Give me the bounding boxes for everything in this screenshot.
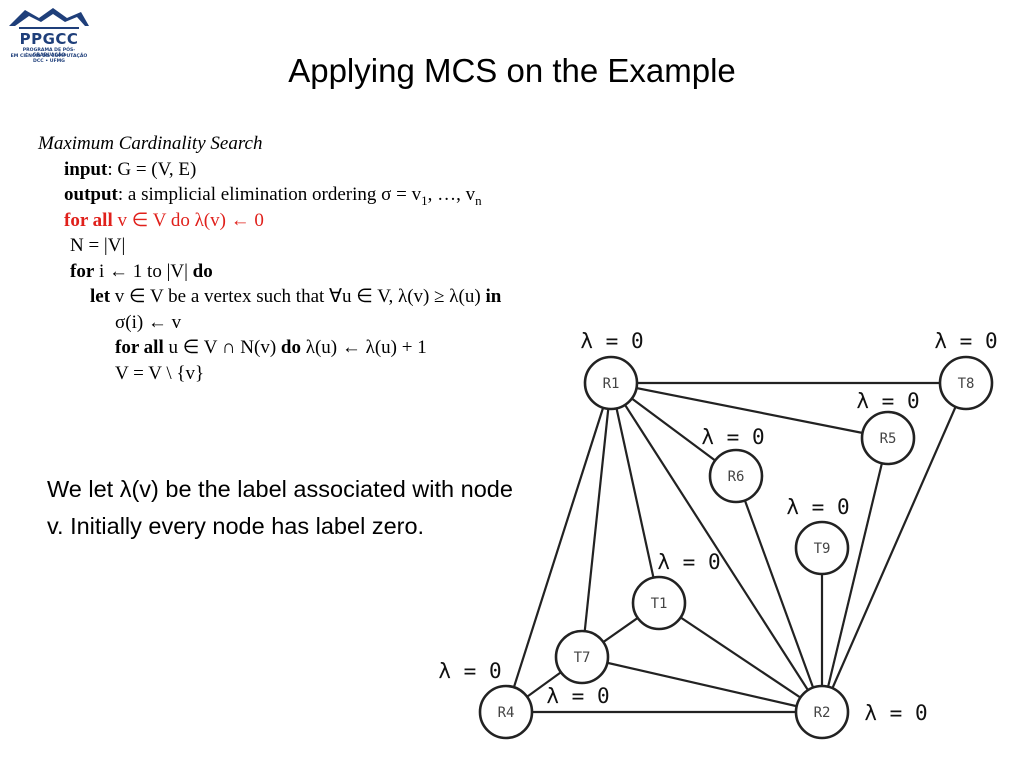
lambda-label-t7: λ = 0	[438, 659, 501, 683]
output-sub-1: 1	[421, 192, 428, 208]
sigma-line-text: σ(i) ← v	[115, 311, 182, 333]
edge-r1-t7	[580, 382, 613, 658]
graph-lambda-labels: λ = 0 λ = 0 λ = 0 λ = 0 λ = 0 λ = 0 λ = 0 λ = 0…	[438, 329, 997, 725]
logo-emblem-icon	[9, 8, 89, 29]
lambda-label-r6: λ = 0	[701, 425, 764, 449]
init-keyword: for all	[64, 209, 113, 231]
node-r5: R5	[860, 410, 916, 466]
logo-subtitle-line-3: DCC • UFMG	[33, 59, 65, 64]
remove-line-text: V = V \ {v}	[115, 362, 205, 384]
edge-r1-r4	[504, 382, 613, 713]
algorithm-let-line: let v ∈ V be a vertex such that ∀u ∈ V, …	[38, 284, 501, 310]
input-text: : G = (V, E)	[107, 158, 197, 180]
algorithm-n-line: N = |V|	[38, 233, 501, 259]
lambda-label-r1: λ = 0	[580, 329, 643, 353]
node-label-r2: R2	[814, 705, 831, 721]
node-circle-t9	[794, 520, 850, 576]
edge-t1-r2	[658, 602, 823, 713]
node-label-r4: R4	[498, 705, 515, 721]
algorithm-sigma-line: σ(i) ← v	[38, 310, 501, 336]
node-label-t1: T1	[651, 596, 668, 612]
logo-subtitle-line-1: PROGRAMA DE PÓS-GRADUAÇÃO	[22, 48, 76, 59]
let-text: v ∈ V be a vertex such that ∀u ∈ V, λ(v)…	[110, 286, 486, 307]
node-label-t7: T7	[574, 650, 591, 666]
node-circle-t1	[631, 575, 687, 631]
n-line-text: N = |V|	[70, 235, 126, 256]
graph-edges	[504, 381, 968, 714]
edge-t7-r2	[581, 655, 823, 714]
inner-keyword: for all	[115, 337, 164, 358]
inner-tail: λ(u) ← λ(u) + 1	[301, 337, 427, 358]
edge-r1-r2	[610, 382, 823, 713]
lambda-label-t9: λ = 0	[786, 495, 849, 519]
slide-title: Applying MCS on the Example	[288, 52, 736, 89]
lambda-label-r5: λ = 0	[856, 389, 919, 413]
inner-text: u ∈ V ∩ N(v)	[163, 337, 281, 358]
node-label-t9: T9	[814, 541, 831, 557]
node-circle-r2	[794, 684, 850, 740]
input-keyword: input	[64, 158, 108, 180]
output-keyword: output	[64, 184, 118, 205]
output-sub-n: n	[475, 192, 482, 208]
algorithm-input-line: input: G = (V, E)	[38, 157, 501, 183]
algorithm-init-line: for all v ∈ V do λ(v) ← 0	[38, 208, 501, 234]
node-circle-r4	[478, 684, 534, 740]
node-t8: T8	[938, 355, 994, 411]
logo-text: PPGCC	[19, 30, 79, 48]
algorithm-name: Maximum Cardinality Search	[38, 131, 501, 157]
lambda-label-t1: λ = 0	[657, 550, 720, 574]
node-label-r5: R5	[880, 431, 897, 447]
lambda-label-r4: λ = 0	[546, 684, 609, 708]
algorithm-inner-loop-line: for all u ∈ V ∩ N(v) do λ(u) ← λ(u) + 1	[38, 335, 501, 361]
node-r1: R1	[583, 355, 639, 411]
algorithm-output-line: output: a simplicial elimination orderin…	[38, 182, 501, 208]
edge-r1-r5	[610, 381, 889, 440]
algorithm-block: Maximum Cardinality Search input: G = (V…	[38, 131, 501, 386]
node-label-t8: T8	[958, 376, 975, 392]
node-label-r6: R6	[728, 469, 745, 485]
ppgcc-logo: PPGCC PROGRAMA DE PÓS-GRADUAÇÃO EM CIÊNC…	[5, 4, 93, 66]
loop-keyword: for	[70, 260, 95, 282]
node-r2: R2	[794, 684, 850, 740]
loop-text: i ← 1 to |V|	[94, 260, 193, 282]
node-t1: T1	[631, 575, 687, 631]
let-in-keyword: in	[485, 286, 502, 307]
edge-r1-t1	[609, 382, 661, 604]
lambda-label-t8: λ = 0	[934, 329, 997, 353]
node-circle-r6	[708, 448, 764, 504]
edge-t8-r2	[820, 382, 968, 713]
init-text: v ∈ V do λ(v) ← 0	[112, 209, 264, 231]
algorithm-remove-line: V = V \ {v}	[38, 361, 501, 387]
node-r6: R6	[708, 448, 764, 504]
lambda-label-r2: λ = 0	[864, 701, 927, 725]
description-text: We let λ(v) be the label associated with…	[47, 476, 513, 539]
edge-r6-r2	[734, 475, 824, 713]
node-circle-t7	[554, 629, 610, 685]
edge-r5-r2	[820, 437, 890, 713]
loop-do-keyword: do	[192, 260, 213, 282]
let-keyword: let	[90, 286, 111, 307]
logo-subtitle-line-2: EM CIÊNCIA DA COMPUTAÇÃO	[10, 53, 88, 59]
node-r4: R4	[478, 684, 534, 740]
node-circle-r5	[860, 410, 916, 466]
output-text: : a simplicial elimination ordering σ = …	[117, 184, 422, 205]
node-circle-t8	[938, 355, 994, 411]
algorithm-loop-line: for i ← 1 to |V| do	[38, 259, 501, 285]
node-circle-r1	[583, 355, 639, 411]
node-t7: T7	[554, 629, 610, 685]
algorithm-name-text: Maximum Cardinality Search	[38, 133, 263, 154]
node-t9: T9	[794, 520, 850, 576]
inner-do-keyword: do	[280, 337, 301, 358]
node-label-r1: R1	[603, 376, 620, 392]
output-mid: , …, v	[427, 184, 476, 205]
